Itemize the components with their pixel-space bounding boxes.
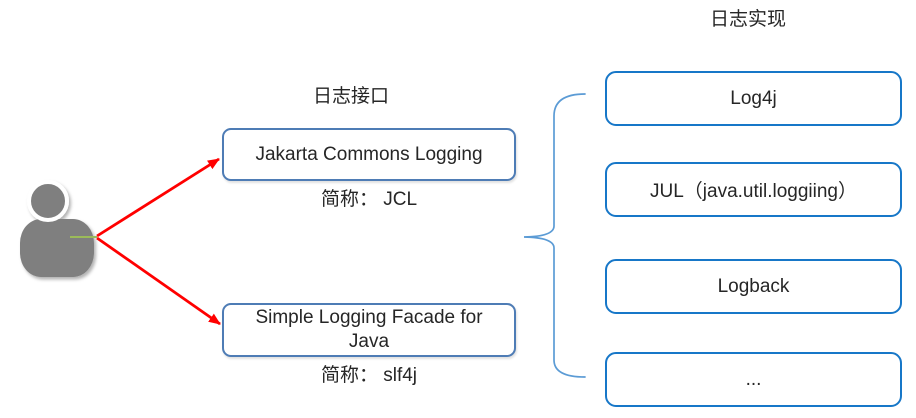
implementation-box-jul: JUL（java.util.loggiing） — [605, 162, 902, 217]
interface-box-slf4j: Simple Logging Facade for Java — [222, 303, 516, 357]
implementation-box-jul-label: JUL（java.util.loggiing） — [650, 181, 857, 202]
interface-caption-slf4j: 简称： slf4j — [320, 365, 418, 386]
interface-box-jcl-label: Jakarta Commons Logging — [255, 143, 483, 165]
interfaces-header: 日志接口 — [312, 86, 389, 107]
arrow-to-jcl — [96, 157, 220, 238]
implementation-box-logback-label: Logback — [717, 275, 790, 297]
implementation-box-more: ... — [605, 352, 902, 407]
implementation-box-logback: Logback — [605, 259, 902, 314]
implementation-box-more-label: ... — [745, 368, 762, 390]
implementation-box-log4j-label: Log4j — [730, 87, 777, 109]
person-icon — [20, 180, 94, 277]
implementation-box-log4j: Log4j — [605, 71, 902, 126]
curly-brace — [523, 93, 586, 378]
interface-box-slf4j-label: Simple Logging Facade for Java — [255, 307, 483, 352]
interface-box-jcl: Jakarta Commons Logging — [222, 128, 516, 181]
interface-caption-jcl: 简称： JCL — [320, 189, 418, 210]
implementations-header: 日志实现 — [709, 9, 786, 30]
arrow-to-slf4j — [96, 236, 221, 326]
